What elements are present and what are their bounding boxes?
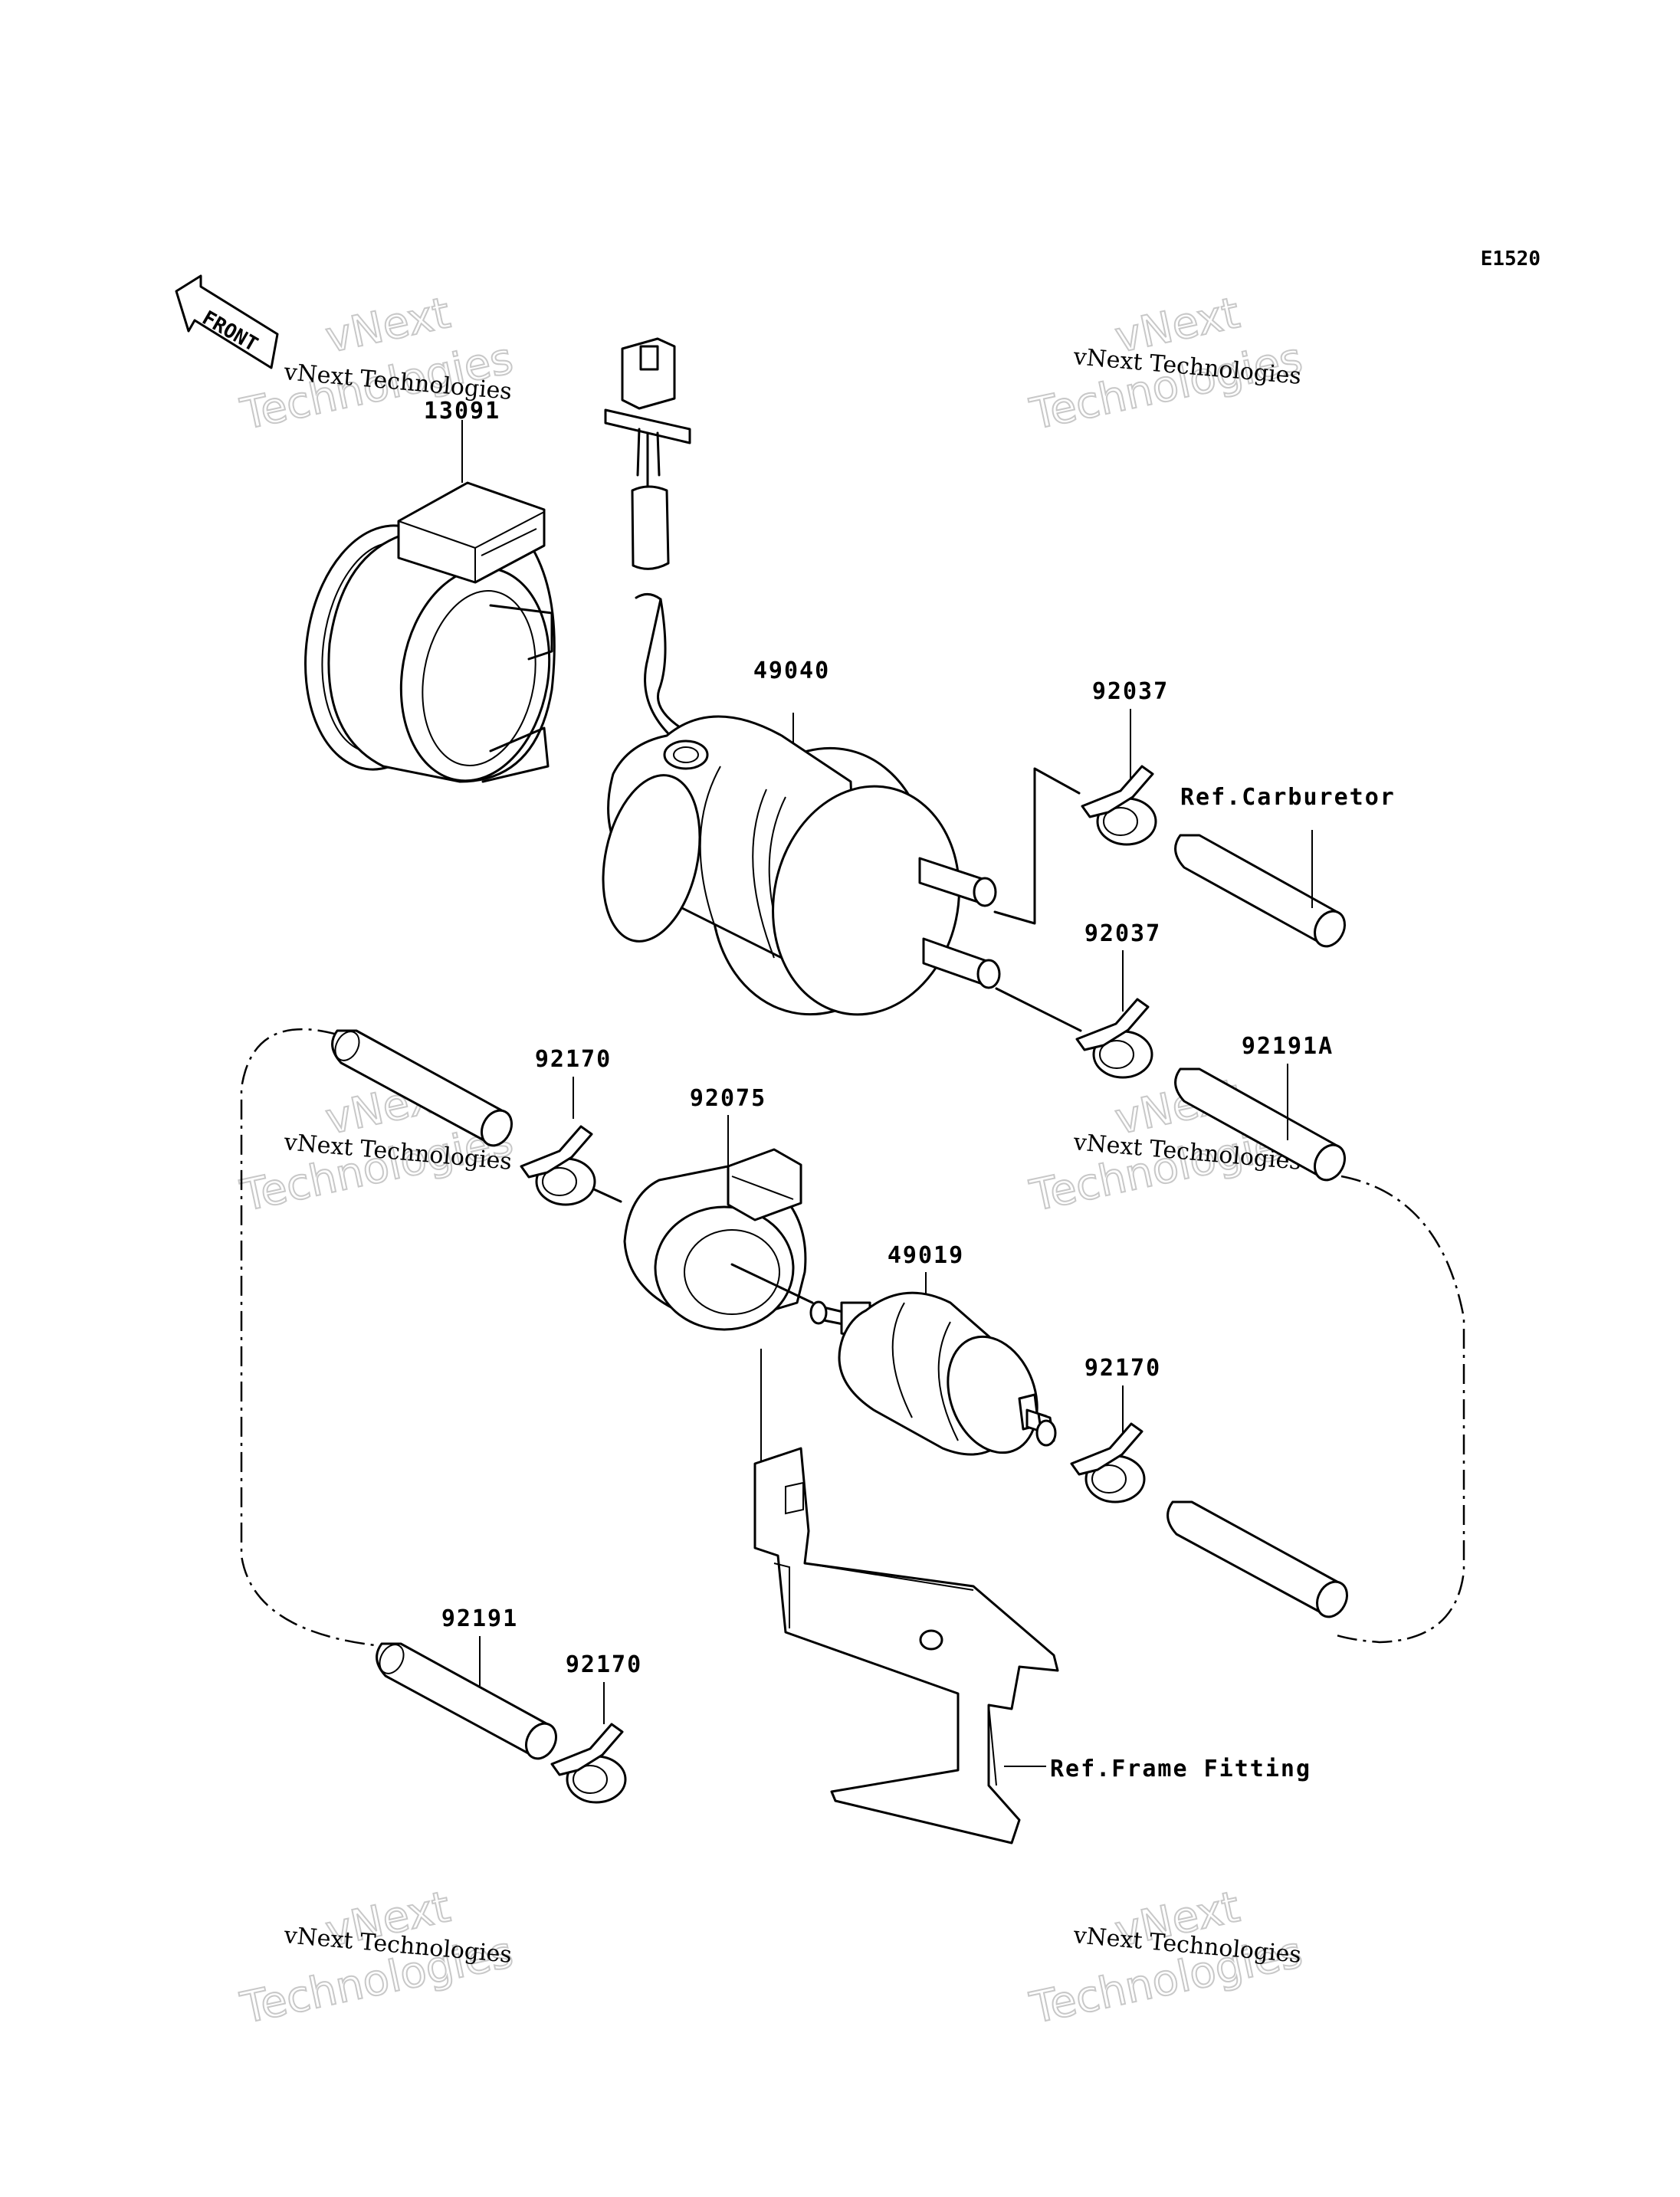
part-number-13091: 13091 — [424, 398, 500, 425]
clip-92170-upper-left-drawing — [520, 1077, 622, 1206]
front-arrow-icon: FRONT — [175, 274, 279, 369]
part-number-92170-lower-left: 92170 — [566, 1651, 642, 1678]
clip-92170-lower-left-drawing — [550, 1682, 627, 1804]
watermark-bottom-right: vNext Technologies vNext Technologies — [1025, 1881, 1307, 2035]
diagram-code: E1520 — [1481, 248, 1541, 271]
part-number-92037-upper: 92037 — [1092, 678, 1169, 705]
part-number-49019: 49019 — [888, 1242, 964, 1269]
damper-13091-drawing — [304, 420, 556, 783]
part-number-92191a: 92191A — [1242, 1033, 1334, 1060]
clip-92170-right-drawing — [1070, 1385, 1146, 1503]
frame-fitting-bracket-drawing — [753, 1349, 1059, 1844]
hose-92191-drawing — [376, 1636, 557, 1760]
part-number-92075: 92075 — [690, 1085, 766, 1112]
hose-lower-right-drawing — [1166, 1500, 1348, 1618]
fuel-filter-49019-drawing — [809, 1272, 1057, 1456]
watermark-bottom-left: vNext Technologies vNext Technologies — [235, 1881, 517, 2035]
hose-92191a-drawing — [1174, 1064, 1346, 1182]
damper-92075-drawing — [623, 1115, 814, 1331]
watermark-top-right: vNext Technologies vNext Technologies — [1025, 287, 1307, 441]
hose-upper-left-drawing — [331, 1029, 513, 1147]
routing-line-left — [240, 1028, 382, 1648]
part-number-92170-right: 92170 — [1084, 1355, 1161, 1382]
ref-carburetor-label: Ref.Carburetor — [1180, 784, 1396, 811]
part-number-92170-upper-left: 92170 — [535, 1046, 612, 1073]
ref-frame-fitting-label: Ref.Frame Fitting — [1050, 1756, 1311, 1782]
part-number-92191: 92191 — [441, 1605, 518, 1632]
part-number-92037-lower: 92037 — [1084, 920, 1161, 947]
watermark-mid-left: vNext Technologies vNext Technologies — [235, 1069, 517, 1222]
routing-line-right — [1331, 1175, 1465, 1644]
clip-92037-lower-drawing — [1075, 950, 1153, 1079]
carburetor-hose-drawing — [1174, 830, 1346, 948]
part-number-49040: 49040 — [753, 657, 830, 684]
fuel-pump-49040-drawing — [602, 337, 1082, 1032]
clip-92037-upper-drawing — [1081, 709, 1157, 846]
